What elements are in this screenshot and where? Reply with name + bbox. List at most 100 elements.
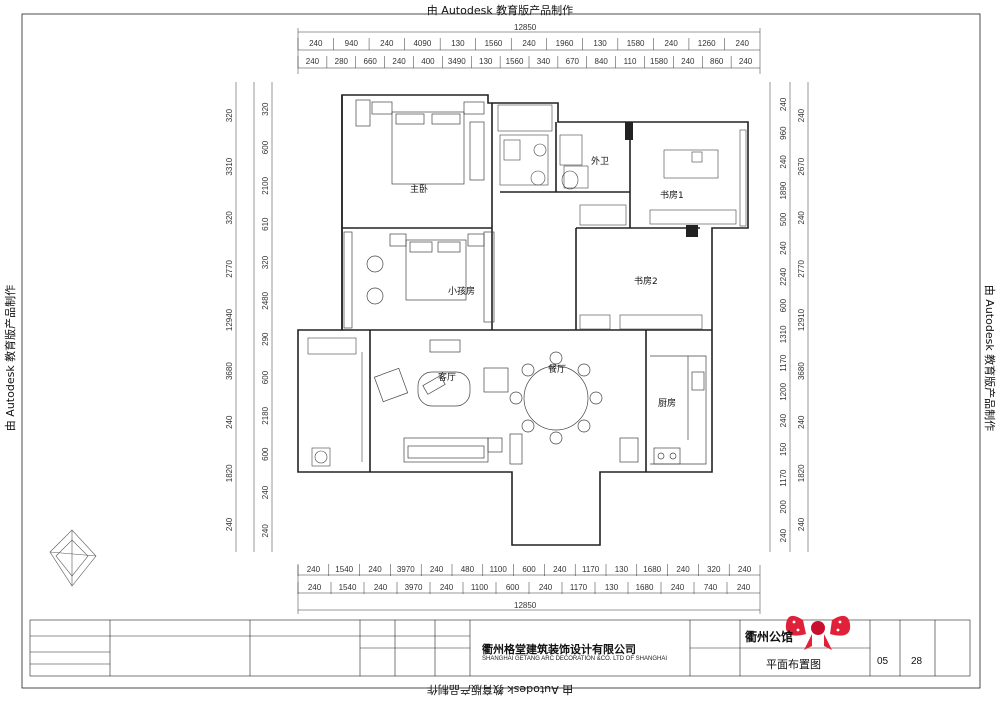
dimension-label: 240 <box>539 583 553 592</box>
dimension-label: 660 <box>364 57 378 66</box>
dimension-label: 240 <box>779 528 788 542</box>
dimension-label: 280 <box>335 57 349 66</box>
room-label-study1: 书房1 <box>660 189 684 201</box>
dimension-label: 200 <box>779 500 788 514</box>
dimension-label: 340 <box>537 57 551 66</box>
dimension-label: 2770 <box>225 259 234 277</box>
dimension-label: 670 <box>566 57 580 66</box>
dimension-label: 3970 <box>397 565 415 574</box>
dimension-label: 1960 <box>556 39 574 48</box>
dimension-label: 240 <box>261 524 270 538</box>
dimension-label: 130 <box>615 565 629 574</box>
dimension-label: 240 <box>430 565 444 574</box>
dimension-label: 320 <box>225 108 234 122</box>
dimension-label: 740 <box>704 583 718 592</box>
dimension-label: 240 <box>739 57 753 66</box>
dimension-label: 130 <box>605 583 619 592</box>
dimension-label: 1100 <box>471 583 489 592</box>
dimension-label: 1170 <box>570 583 588 592</box>
dimension-label: 240 <box>779 241 788 255</box>
dimension-label: 240 <box>779 413 788 427</box>
dimension-label: 240 <box>374 583 388 592</box>
dimension-label: 600 <box>522 565 536 574</box>
dimension-label: 240 <box>440 583 454 592</box>
master-bed <box>355 99 485 185</box>
dimension-label: 240 <box>797 211 806 225</box>
dimension-label: 240 <box>309 39 323 48</box>
room-label-study2: 书房2 <box>634 275 658 287</box>
dimension-label: 240 <box>738 565 752 574</box>
right-inner-dims: 2409602401890500240224060013101170120024… <box>779 97 788 542</box>
dimension-label: 240 <box>671 583 685 592</box>
dimension-label: 1560 <box>506 57 524 66</box>
dimension-label: 240 <box>225 415 234 429</box>
dimension-label: 940 <box>345 39 359 48</box>
dimension-label: 610 <box>261 217 270 231</box>
dimension-label: 240 <box>664 39 678 48</box>
dimension-label: 4090 <box>413 39 431 48</box>
dimension-label: 240 <box>522 39 536 48</box>
dimension-label: 1170 <box>779 354 788 372</box>
dimension-label: 1540 <box>339 583 357 592</box>
sheet-number: 05 <box>877 656 889 667</box>
dimension-label: 1170 <box>582 565 600 574</box>
study1-desk <box>649 129 747 227</box>
dimension-label: 1260 <box>698 39 716 48</box>
dimension-label: 2180 <box>261 406 270 424</box>
dimension-label: 400 <box>421 57 435 66</box>
dimension-label: 1820 <box>225 464 234 482</box>
north-symbol <box>49 529 97 587</box>
dimension-label: 240 <box>306 57 320 66</box>
dimension-label: 130 <box>479 57 493 66</box>
dimension-label: 860 <box>710 57 724 66</box>
dimension-label: 2240 <box>779 267 788 285</box>
dimension-label: 320 <box>225 211 234 225</box>
dimension-label: 320 <box>261 102 270 116</box>
dimension-label: 240 <box>797 108 806 122</box>
drawing-name: 平面布置图 <box>766 658 821 671</box>
dimension-label: 290 <box>261 332 270 346</box>
dimension-label: 480 <box>461 565 475 574</box>
dimension-label: 3490 <box>448 57 466 66</box>
dimension-label: 600 <box>261 370 270 384</box>
room-label-master-bedroom: 主卧 <box>410 183 428 195</box>
company-name-cn: 衢州格堂建筑装饰设计有限公司 <box>482 643 636 656</box>
laundry-area <box>307 337 363 467</box>
room-label-kids-room: 小孩房 <box>448 285 475 297</box>
dimension-label: 2670 <box>797 157 806 175</box>
room-label-guest-bathroom: 外卫 <box>591 155 609 167</box>
dimension-label: 500 <box>779 212 788 226</box>
dimension-label: 960 <box>779 126 788 140</box>
dimension-label: 240 <box>261 485 270 499</box>
dimension-label: 240 <box>392 57 406 66</box>
dimension-label: 1560 <box>485 39 503 48</box>
dimension-label: 3970 <box>405 583 423 592</box>
left-dimension-lines <box>235 82 273 552</box>
dimension-label: 130 <box>593 39 607 48</box>
bow-decoration <box>785 615 851 650</box>
walls <box>297 94 749 546</box>
dimension-label: 240 <box>797 415 806 429</box>
dimension-label: 240 <box>308 583 322 592</box>
dimension-label: 240 <box>380 39 394 48</box>
wardrobes <box>497 104 703 330</box>
dimension-label: 1310 <box>779 325 788 343</box>
dimension-label: 240 <box>797 517 806 531</box>
dimension-label: 2770 <box>797 259 806 277</box>
dimension-label: 1170 <box>779 469 788 487</box>
column-block <box>625 122 633 140</box>
dimension-label: 240 <box>779 155 788 169</box>
dimension-label: 2480 <box>261 291 270 309</box>
dimension-label: 240 <box>225 517 234 531</box>
dimension-label: 3680 <box>225 362 234 380</box>
dimension-label: 240 <box>779 97 788 111</box>
dimension-label: 240 <box>676 565 690 574</box>
dimension-label: 1680 <box>636 583 654 592</box>
dimension-label: 150 <box>779 442 788 456</box>
